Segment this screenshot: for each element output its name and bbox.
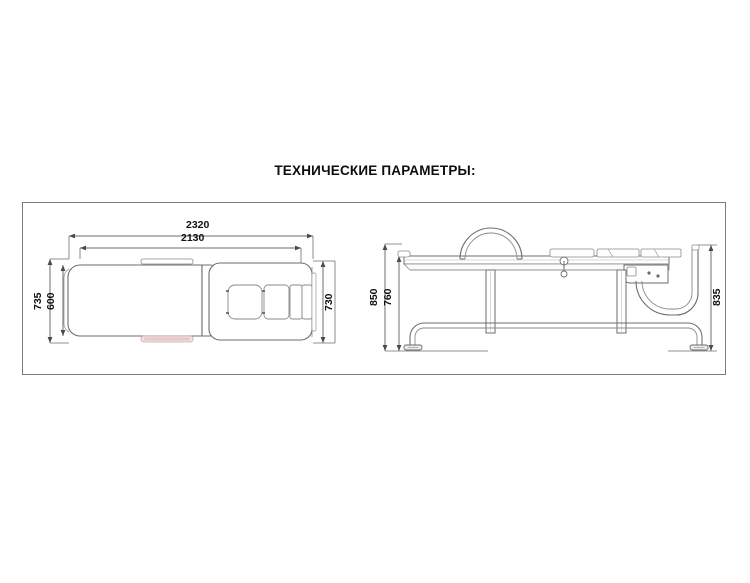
dim-label-600: 600 (44, 292, 57, 311)
dim-label-2130: 2130 (181, 232, 205, 244)
body-top-rail (140, 258, 194, 265)
pivot-knob (559, 256, 569, 278)
dim-label-835: 835 (710, 288, 723, 307)
table-body-outline (63, 264, 203, 337)
dim-label-730: 730 (322, 293, 335, 312)
page-title: ТЕХНИЧЕСКИЕ ПАРАМЕТРЫ: (274, 163, 476, 178)
foot-pads (403, 344, 709, 351)
body-bottom-tab (140, 335, 194, 343)
side-view-svg (382, 227, 717, 352)
tabletop-slab (403, 255, 670, 271)
dim-label-760: 760 (381, 288, 394, 307)
dim-label-735: 735 (31, 292, 44, 311)
dimension-line-2130 (79, 245, 302, 265)
diagram-panel: 2320 2130 735 600 730 (22, 202, 726, 375)
dimension-line-730 (313, 260, 336, 344)
arch-hoop (459, 227, 523, 260)
accessory-rails (549, 248, 682, 258)
side-view-drawing: 850 760 835 (368, 203, 725, 374)
head-rail (397, 250, 411, 258)
leg-pad-group (226, 284, 313, 320)
mechanism-box (623, 264, 669, 284)
dimension-line-600 (60, 265, 66, 336)
dimension-line-850 (382, 243, 488, 352)
dim-label-2320: 2320 (186, 219, 210, 231)
dimension-line-2320 (68, 233, 314, 259)
base-frame (409, 322, 703, 345)
handle-hook (635, 244, 700, 316)
top-view-drawing: 2320 2130 735 600 730 (23, 203, 368, 374)
dimension-line-735 (47, 258, 69, 344)
top-view-svg (47, 233, 336, 344)
dim-label-850: 850 (367, 288, 380, 307)
dimension-line-835 (668, 244, 717, 352)
right-end-cap (311, 267, 317, 337)
